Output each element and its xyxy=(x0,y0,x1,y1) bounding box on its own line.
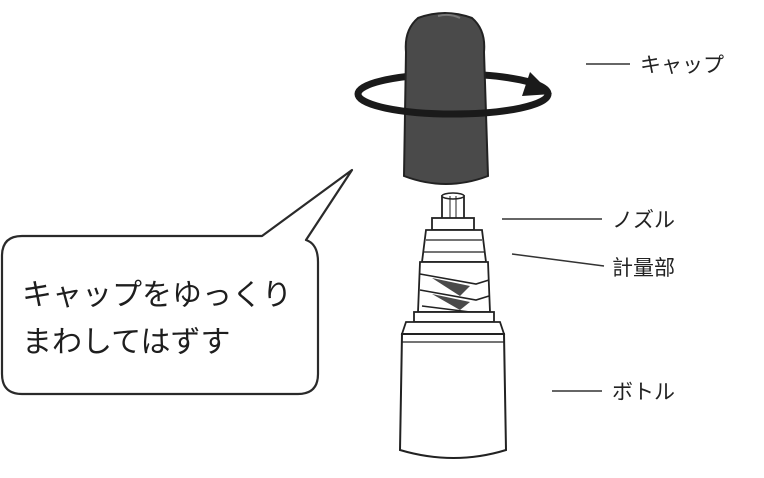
measuring-leader xyxy=(511,253,605,267)
bubble-line-1: キャップをゆっくり xyxy=(22,278,292,313)
bottle-body xyxy=(398,333,508,459)
rotation-arrow-front xyxy=(354,93,552,118)
bubble-line-2: まわしてはずす xyxy=(22,325,231,360)
speech-bubble xyxy=(0,168,354,396)
label-nozzle: ノズル xyxy=(612,208,675,232)
cap-body xyxy=(402,12,490,185)
bottle-assembly xyxy=(398,192,508,459)
cap-top-highlight xyxy=(437,13,461,19)
rotation-arrow-head xyxy=(522,72,552,96)
label-measuring: 計量部 xyxy=(612,256,675,280)
label-cap: キャップ xyxy=(640,53,724,77)
cap xyxy=(354,12,552,185)
measuring-upper xyxy=(420,229,488,263)
label-bottle: ボトル xyxy=(612,380,675,404)
